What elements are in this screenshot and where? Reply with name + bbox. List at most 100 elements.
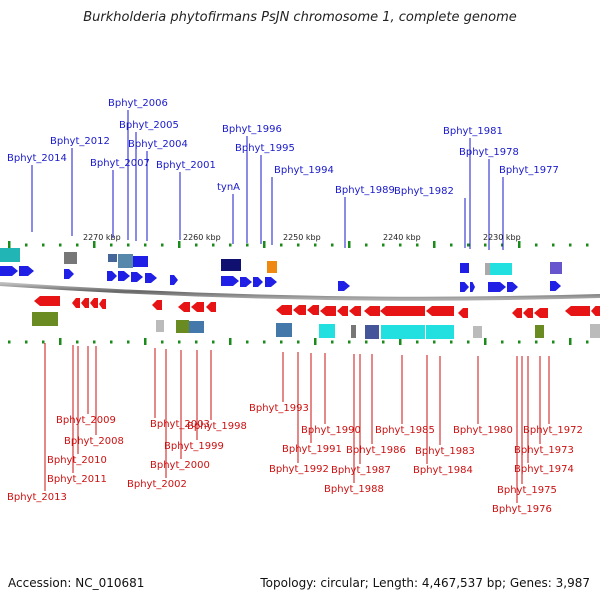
scale-tick	[297, 340, 300, 344]
bottom-gene-label: Bphyt_1984	[413, 465, 473, 476]
bottom-gene-label: Bphyt_1972	[523, 425, 583, 436]
reverse-gene-arrow	[320, 306, 336, 316]
feature-box	[276, 323, 292, 337]
scale-tick	[178, 340, 181, 344]
scale-tick	[76, 243, 79, 247]
reverse-gene-arrow	[523, 308, 533, 318]
scale-tick	[314, 243, 317, 247]
scale-tick	[229, 243, 232, 247]
top-gene-label: Bphyt_1995	[235, 143, 295, 154]
scale-tick	[569, 243, 572, 247]
scale-tick	[93, 340, 96, 344]
scale-tick	[382, 340, 385, 344]
reverse-gene-arrow	[276, 305, 292, 315]
forward-gene-arrow	[253, 277, 263, 287]
reverse-gene-arrow	[307, 305, 319, 315]
scale-tick	[76, 340, 79, 344]
top-gene-label: Bphyt_2005	[119, 120, 179, 131]
feature-box	[473, 326, 482, 338]
bottom-gene-label: Bphyt_1986	[346, 445, 406, 456]
reverse-gene-arrow	[426, 306, 454, 316]
bottom-gene-label: Bphyt_1990	[301, 425, 361, 436]
top-gene-label: Bphyt_1977	[499, 165, 559, 176]
top-gene-label: Bphyt_1982	[394, 186, 454, 197]
scale-label: 2260 kbp	[183, 233, 221, 242]
feature-box	[189, 321, 204, 333]
bottom-gene-label: Bphyt_1985	[375, 425, 435, 436]
scale-tick	[59, 243, 62, 247]
bottom-gene-label: Bphyt_1983	[415, 446, 475, 457]
feature-box	[351, 325, 356, 338]
bottom-gene-label: Bphyt_1993	[249, 403, 309, 414]
reverse-gene-arrow	[380, 306, 425, 316]
scale-tick	[399, 243, 402, 247]
scale-tick	[518, 241, 521, 248]
forward-gene-arrow	[221, 276, 239, 286]
scale-tick	[348, 340, 351, 344]
scale-tick	[110, 243, 113, 247]
reverse-gene-arrow	[191, 302, 204, 312]
scale-tick	[467, 243, 470, 247]
forward-gene-arrow	[170, 275, 178, 285]
bottom-gene-label: Bphyt_1975	[497, 485, 557, 496]
reverse-gene-arrow	[34, 296, 60, 306]
scale-tick	[212, 243, 215, 247]
scale-tick	[42, 340, 45, 344]
reverse-gene-arrow	[349, 306, 361, 316]
scale-tick	[569, 338, 572, 345]
scale-tick	[365, 340, 368, 344]
scale-tick	[467, 340, 470, 344]
scale-tick	[433, 241, 436, 248]
scale-tick	[416, 243, 419, 247]
forward-gene-arrow	[131, 272, 143, 282]
feature-box	[490, 263, 512, 275]
forward-gene-arrow	[265, 277, 277, 287]
scale-tick	[331, 340, 334, 344]
chromosome-backbone	[0, 282, 600, 301]
bottom-gene-label: Bphyt_2010	[47, 455, 107, 466]
feature-box	[319, 324, 335, 338]
forward-gene-arrow	[338, 281, 350, 291]
bottom-gene-label: Bphyt_2008	[64, 436, 124, 447]
bottom-gene-label: Bphyt_1992	[269, 464, 329, 475]
scale-tick	[382, 243, 385, 247]
feature-tracks	[0, 248, 600, 339]
feature-box	[365, 325, 379, 339]
forward-gene-arrow	[107, 271, 117, 281]
scale-tick	[450, 243, 453, 247]
scale-tick	[484, 338, 487, 345]
scale-tick	[8, 241, 11, 248]
scale-tick	[297, 243, 300, 247]
scale-tick	[331, 243, 334, 247]
forward-gene-arrow	[507, 282, 518, 292]
bottom-gene-label: Bphyt_2009	[56, 415, 116, 426]
feature-box	[118, 254, 133, 268]
scale-tick	[263, 241, 266, 248]
scale-tick	[365, 243, 368, 247]
reverse-gene-arrow	[591, 306, 600, 316]
forward-gene-arrow	[64, 269, 74, 279]
gene-arrows	[0, 266, 600, 318]
top-gene-label: Bphyt_1994	[274, 165, 334, 176]
feature-box	[156, 320, 164, 332]
scale-ticks	[8, 241, 589, 345]
scale-tick	[127, 340, 130, 344]
forward-gene-arrow	[240, 277, 252, 287]
bottom-gene-label: Bphyt_2011	[47, 474, 107, 485]
top-gene-label: Bphyt_2001	[156, 160, 216, 171]
reverse-gene-arrow	[152, 300, 162, 310]
bottom-gene-label: Bphyt_1999	[164, 441, 224, 452]
scale-tick	[144, 243, 147, 247]
scale-tick	[25, 243, 28, 247]
scale-tick	[8, 340, 11, 344]
scale-tick	[280, 340, 283, 344]
forward-gene-arrow	[460, 282, 469, 292]
bottom-gene-label: Bphyt_1973	[514, 445, 574, 456]
scale-tick	[161, 340, 164, 344]
bottom-gene-label: Bphyt_1987	[331, 465, 391, 476]
feature-box	[381, 325, 425, 339]
reverse-gene-arrow	[293, 305, 306, 315]
